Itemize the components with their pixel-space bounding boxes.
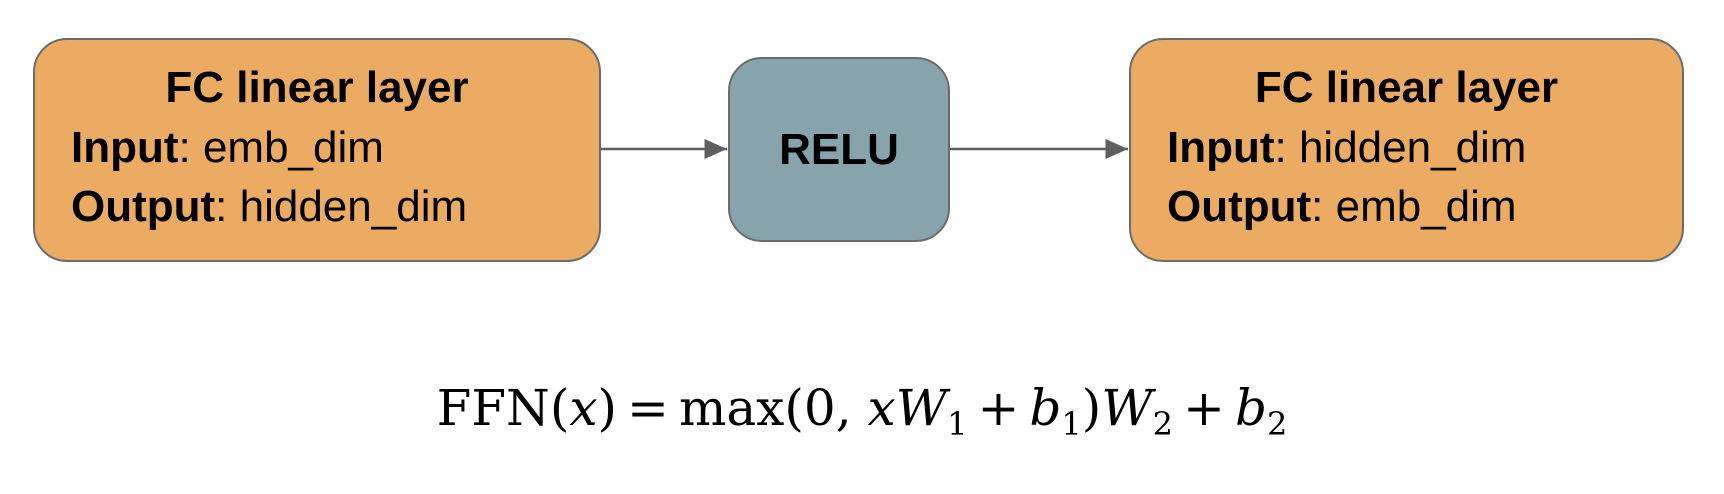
- fc-layer-2-output: Output: emb_dim: [1167, 183, 1517, 231]
- formula-b2: b: [1234, 379, 1267, 437]
- formula-arg: x: [569, 379, 598, 437]
- fc-layer-1-output: Output: hidden_dim: [71, 183, 467, 231]
- fc-layer-1-output-key: Output: [71, 182, 216, 231]
- fc-layer-2-title: FC linear layer: [1254, 63, 1559, 112]
- fc-layer-2-input-key: Input: [1167, 123, 1275, 172]
- formula-close: ): [1081, 379, 1102, 437]
- fc-layer-2-output-key: Output: [1167, 182, 1312, 231]
- formula-w2: W: [1101, 379, 1153, 437]
- formula-equals: =: [627, 379, 669, 437]
- fc-layer-1-input-value: : emb_dim: [178, 123, 384, 172]
- fc-layer-1-output-value: : hidden_dim: [215, 182, 468, 231]
- formula-open-paren: (: [549, 379, 570, 437]
- fc-layer-1-node: FC linear layer Input: emb_dim Output: h…: [33, 38, 601, 262]
- fc-layer-2-output-value: : emb_dim: [1311, 182, 1517, 231]
- formula-b1-sub: 1: [1061, 405, 1082, 443]
- formula-plus-1: +: [977, 379, 1020, 437]
- ffn-formula: FFN(x)=max(0, xW1+b1)W2+b2: [0, 378, 1724, 440]
- fc-layer-2-input-value: : hidden_dim: [1274, 123, 1527, 172]
- fc-layer-1-input: Input: emb_dim: [71, 124, 384, 172]
- formula-b1: b: [1029, 379, 1062, 437]
- formula-plus-2: +: [1183, 379, 1225, 437]
- formula-x: x: [867, 379, 896, 437]
- formula-fn: FFN: [436, 379, 550, 437]
- formula-w1-sub: 1: [947, 405, 968, 443]
- formula-max-open: max(0,: [678, 379, 852, 437]
- formula-w1: W: [895, 379, 948, 437]
- formula-b2-sub: 2: [1266, 405, 1288, 443]
- formula-close-paren: ): [597, 379, 618, 437]
- fc-layer-2-input: Input: hidden_dim: [1167, 124, 1526, 172]
- relu-title: RELU: [779, 124, 899, 174]
- fc-layer-1-title: FC linear layer: [165, 63, 469, 112]
- fc-layer-1-input-key: Input: [71, 123, 179, 172]
- formula-w2-sub: 2: [1152, 405, 1174, 443]
- fc-layer-2-node: FC linear layer Input: hidden_dim Output…: [1129, 38, 1684, 262]
- relu-node: RELU: [728, 57, 950, 242]
